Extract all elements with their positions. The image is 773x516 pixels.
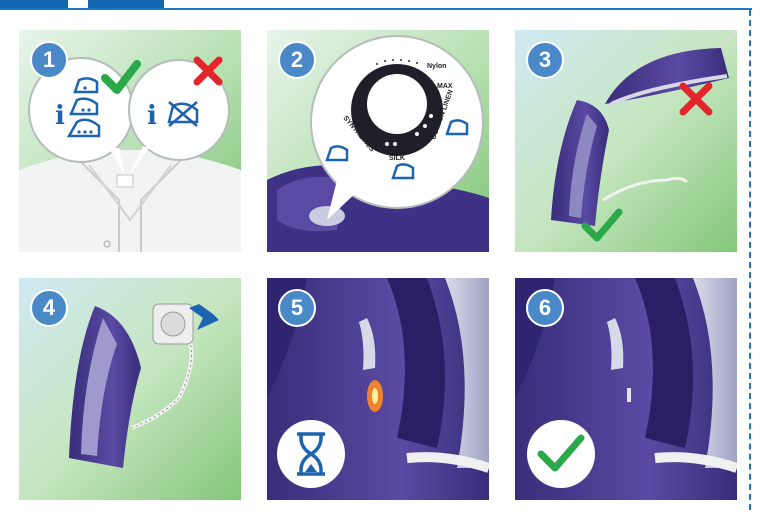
header-tab bbox=[0, 0, 68, 8]
svg-text:SILK: SILK bbox=[389, 155, 405, 162]
frame-dashed-line bbox=[749, 10, 751, 510]
step-number: 2 bbox=[278, 41, 316, 79]
info-icon: i bbox=[147, 101, 157, 131]
svg-text:i: i bbox=[147, 101, 157, 131]
step-1-panel: i i 1 bbox=[19, 30, 241, 252]
step-3-panel: 3 bbox=[515, 30, 737, 252]
step-number: 3 bbox=[526, 41, 564, 79]
header-strip bbox=[0, 0, 773, 8]
step-5-panel: 5 bbox=[267, 278, 489, 500]
svg-text:Nylon: Nylon bbox=[427, 63, 446, 70]
svg-text:MAX: MAX bbox=[437, 83, 453, 90]
step-4-panel: 4 bbox=[19, 278, 241, 500]
step-number: 1 bbox=[30, 41, 68, 79]
step-number: 5 bbox=[278, 289, 316, 327]
step-2-panel: Nylon MAX COTTON LINEN SILK SYNTHETICS 2 bbox=[267, 30, 489, 252]
step-number: 4 bbox=[30, 289, 68, 327]
info-icon: i bbox=[55, 101, 65, 131]
header-tab bbox=[88, 0, 164, 8]
step-number: 6 bbox=[526, 289, 564, 327]
frame-top-line bbox=[0, 8, 752, 10]
step-6-panel: 6 bbox=[515, 278, 737, 500]
svg-text:i: i bbox=[55, 101, 65, 131]
